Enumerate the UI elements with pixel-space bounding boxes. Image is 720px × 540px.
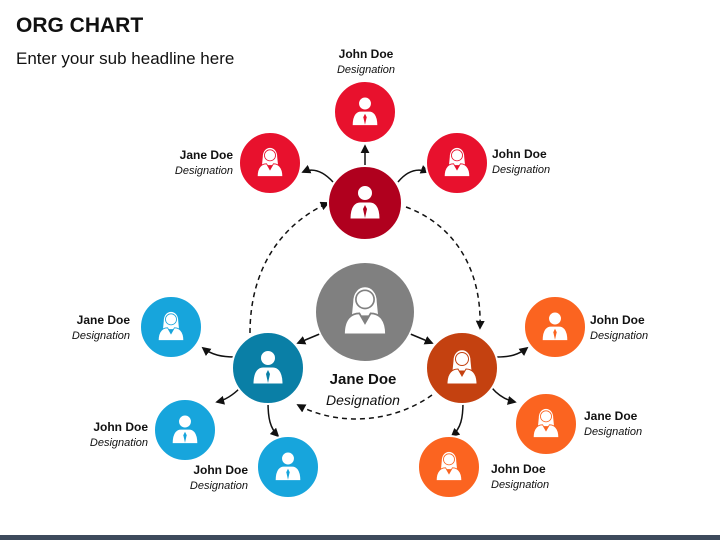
page-title: ORG CHART xyxy=(16,14,144,37)
blue-top-label: Jane Doe Designation xyxy=(30,312,130,344)
male-user-icon xyxy=(252,350,284,385)
red-left-node xyxy=(238,131,302,195)
dashed-arrow-red-to-orange xyxy=(405,206,485,330)
node-designation: Designation xyxy=(590,330,649,342)
node-designation: Designation xyxy=(492,164,551,176)
node-designation: Designation xyxy=(71,330,130,342)
node-designation: Designation xyxy=(584,426,643,438)
connector-red-left xyxy=(301,164,334,183)
connector-blue-top xyxy=(201,346,236,358)
female-user-icon xyxy=(157,311,185,342)
female-user-icon xyxy=(435,451,463,482)
orange-top-node xyxy=(523,295,587,359)
node-name: John Doe xyxy=(492,147,547,161)
female-user-icon xyxy=(443,147,471,178)
male-user-icon xyxy=(274,451,302,482)
red-right-label: John Doe Designation xyxy=(492,146,592,178)
dashed-arrow-blue-to-red xyxy=(249,201,330,334)
blue-bottom-node xyxy=(256,435,320,499)
orange-bottom-label: John Doe Designation xyxy=(491,461,591,493)
orange-bottom-node xyxy=(417,435,481,499)
orange-top-label: John Doe Designation xyxy=(590,312,690,344)
node-name: Jane Doe xyxy=(76,313,130,327)
center-node xyxy=(314,261,416,363)
dashed-cycle xyxy=(249,201,485,420)
node-designation: Designation xyxy=(189,480,248,492)
node-name: Jane Doe xyxy=(584,409,638,423)
node-designation: Designation xyxy=(89,437,148,449)
node-name: Jane Doe xyxy=(179,148,233,162)
red-top-node xyxy=(333,80,397,144)
blue-top-node xyxy=(139,295,203,359)
male-user-icon xyxy=(541,311,569,342)
male-user-icon xyxy=(351,96,379,127)
male-user-icon xyxy=(349,185,381,220)
male-user-icon xyxy=(171,414,199,445)
female-user-icon xyxy=(446,349,478,385)
blue-bottom-label: John Doe Designation xyxy=(148,462,248,494)
node-name: John Doe xyxy=(338,47,394,61)
node-name: John Doe xyxy=(491,462,546,476)
red-right-node xyxy=(425,131,489,195)
node-designation: Designation xyxy=(491,479,550,491)
connector-orange-top xyxy=(496,346,529,358)
orange-mid-label: Jane Doe Designation xyxy=(584,408,684,440)
blue-mid-node xyxy=(153,398,217,462)
connector-blue-bottom xyxy=(267,401,280,438)
node-name: John Doe xyxy=(193,463,248,477)
node-designation: Designation xyxy=(326,392,400,408)
connector-blue-mid xyxy=(215,387,241,405)
red-left-label: Jane Doe Designation xyxy=(133,147,233,179)
female-user-icon xyxy=(256,147,284,178)
blue-mid-label: John Doe Designation xyxy=(48,419,148,451)
orange-mid-node xyxy=(514,392,578,456)
footer-bar xyxy=(0,535,720,540)
node-designation: Designation xyxy=(174,165,233,177)
female-user-icon xyxy=(532,408,560,439)
connector-lines xyxy=(201,144,529,438)
female-user-icon xyxy=(343,285,387,336)
red-top-label: John Doe Designation xyxy=(316,46,416,78)
connector-center-blue xyxy=(296,332,323,345)
connector-orange-mid xyxy=(491,387,517,405)
connector-red-right xyxy=(397,165,430,183)
node-name: John Doe xyxy=(590,313,645,327)
connector-orange-bottom xyxy=(450,401,464,438)
node-name: John Doe xyxy=(93,420,148,434)
center-label: Jane Doe Designation xyxy=(303,369,423,411)
page-subtitle: Enter your sub headline here xyxy=(16,49,235,68)
node-designation: Designation xyxy=(336,64,396,76)
dashed-arrow-orange-to-blue xyxy=(296,394,433,420)
node-name: Jane Doe xyxy=(329,371,397,388)
orange-hub-node xyxy=(425,331,499,405)
connector-center-orange xyxy=(407,332,434,345)
blue-hub-node xyxy=(231,331,305,405)
red-hub-node xyxy=(327,165,403,241)
